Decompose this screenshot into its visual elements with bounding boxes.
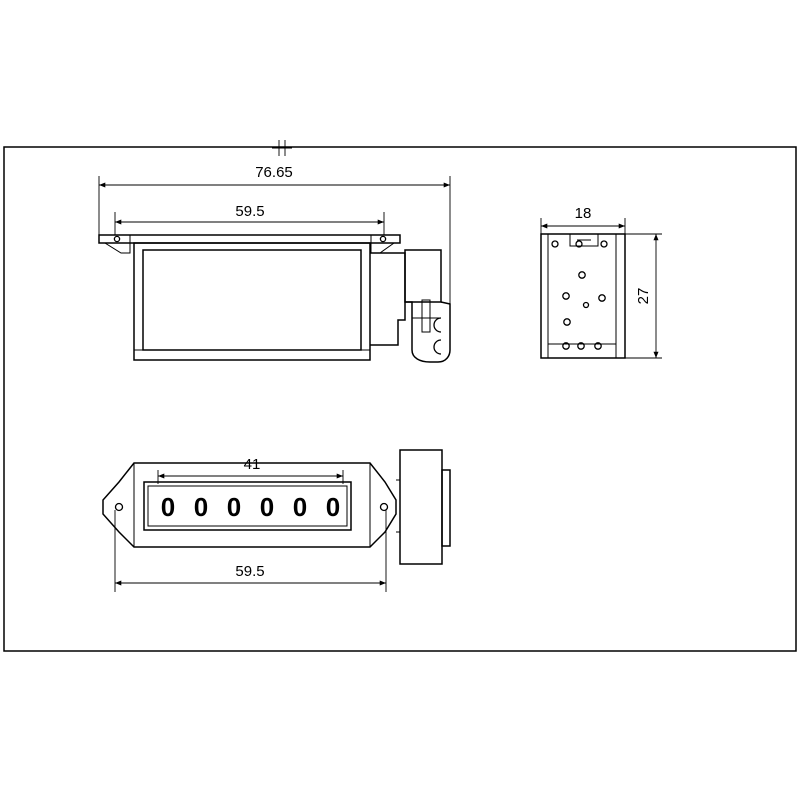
counter-digit: 0 xyxy=(227,492,241,522)
counter-digit: 0 xyxy=(260,492,274,522)
counter-digit: 0 xyxy=(161,492,175,522)
counter-digit: 0 xyxy=(326,492,340,522)
drawing-frame xyxy=(3,146,797,652)
side-body xyxy=(540,233,626,359)
front-mechanism xyxy=(370,252,406,346)
counter-digit: 0 xyxy=(293,492,307,522)
body-width-label: 59.5 xyxy=(235,203,264,220)
depth-label: 18 xyxy=(575,205,592,222)
side-view xyxy=(540,233,626,359)
top-dimensions: 41 59.5 xyxy=(114,456,387,592)
side-dimensions: 18 27 xyxy=(540,205,662,359)
front-dimensions: 76.65 59.5 xyxy=(98,140,451,304)
window-width-label: 41 xyxy=(244,456,261,473)
mount-width-label: 59.5 xyxy=(235,563,264,580)
counter-digit: 0 xyxy=(194,492,208,522)
front-flange xyxy=(98,234,401,244)
front-window xyxy=(142,249,362,351)
counter-window xyxy=(143,481,352,531)
height-label: 27 xyxy=(635,288,652,305)
top-mechanism xyxy=(399,449,443,565)
front-housing xyxy=(133,242,371,361)
overall-width-label: 76.65 xyxy=(255,164,293,181)
front-view xyxy=(98,234,451,363)
